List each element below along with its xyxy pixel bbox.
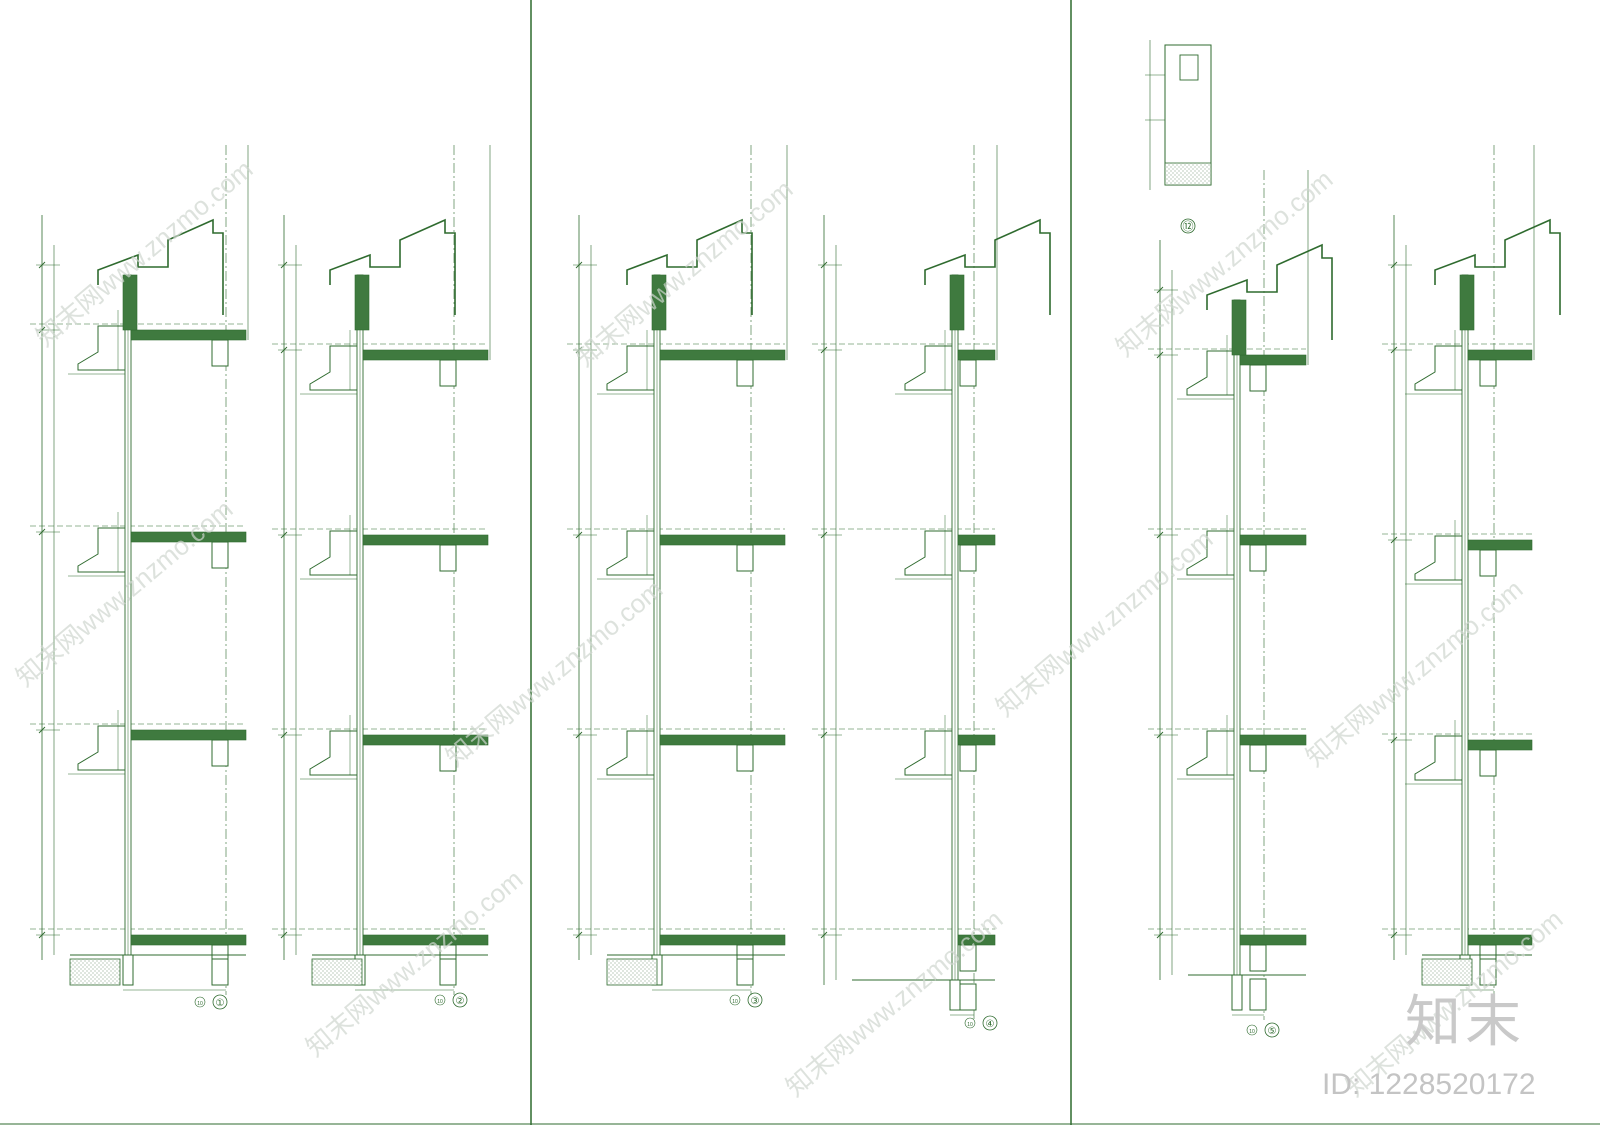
wall-sections	[30, 145, 1561, 1020]
grid-label-5: 10	[1249, 1029, 1255, 1035]
grid-label-4: 10	[967, 1022, 973, 1028]
watermark-text-1: 知末网www.znzmo.com	[30, 154, 258, 352]
section-labels: ① 10 ② 10 ③ 10 ④ 10 ⑤ 10 ⑫	[194, 218, 1280, 1038]
wall-section-2	[272, 145, 491, 995]
watermark-text-6: 知末网www.znzmo.com	[990, 524, 1218, 722]
section-label-1: ①	[216, 998, 225, 1009]
watermark-text-4: 知末网www.znzmo.com	[10, 494, 238, 692]
watermark-text-2: 知末网www.znzmo.com	[570, 174, 798, 372]
detail-12	[1145, 40, 1212, 190]
section-label-2: ②	[456, 996, 465, 1007]
grid-label-3: 10	[732, 999, 738, 1005]
section-label-5: ⑤	[1268, 1026, 1277, 1037]
wall-section-1	[30, 145, 249, 995]
watermark-text-3: 知末网www.znzmo.com	[1110, 164, 1338, 362]
grid-label-2: 10	[437, 999, 443, 1005]
watermark-logo: 知末	[1405, 990, 1525, 1055]
watermark-id: ID: 1228520172	[1322, 1068, 1536, 1101]
section-label-4: ④	[986, 1019, 995, 1030]
wall-section-3	[567, 145, 788, 995]
wall-section-4	[812, 145, 1051, 1020]
watermark: 知末网www.znzmo.com 知末网www.znzmo.com 知末网www.z…	[10, 154, 1568, 1102]
wall-section-6	[1382, 145, 1561, 995]
grid-label-1: 10	[197, 1001, 203, 1007]
detail-label: ⑫	[1183, 220, 1194, 233]
wall-section-5	[1148, 170, 1333, 1020]
section-label-3: ③	[751, 996, 760, 1007]
watermark-text-5: 知末网www.znzmo.com	[440, 574, 668, 772]
